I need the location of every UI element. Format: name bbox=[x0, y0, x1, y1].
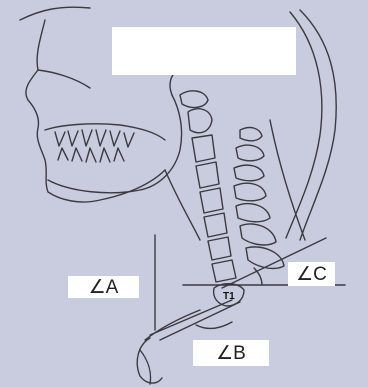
clavicle bbox=[137, 338, 162, 383]
hyoid-area bbox=[165, 170, 200, 240]
lower-angle-line bbox=[150, 300, 232, 335]
angle-c-label: ∠C bbox=[288, 262, 335, 286]
vertebral-bodies bbox=[192, 135, 236, 282]
t1-label: T1 bbox=[223, 291, 235, 302]
redacted-label-box bbox=[112, 27, 296, 75]
manubrium bbox=[140, 310, 200, 384]
angle-b-arc bbox=[196, 322, 232, 328]
atlas bbox=[180, 91, 208, 108]
lower-teeth bbox=[58, 148, 124, 162]
angle-b-label: ∠B bbox=[193, 340, 269, 366]
upper-teeth bbox=[55, 130, 134, 147]
nasal-line bbox=[38, 70, 90, 88]
angle-a-label: ∠A bbox=[68, 276, 139, 298]
posterior-neck bbox=[270, 120, 305, 240]
lower-angle-line-2 bbox=[160, 302, 240, 340]
axis bbox=[188, 109, 212, 133]
